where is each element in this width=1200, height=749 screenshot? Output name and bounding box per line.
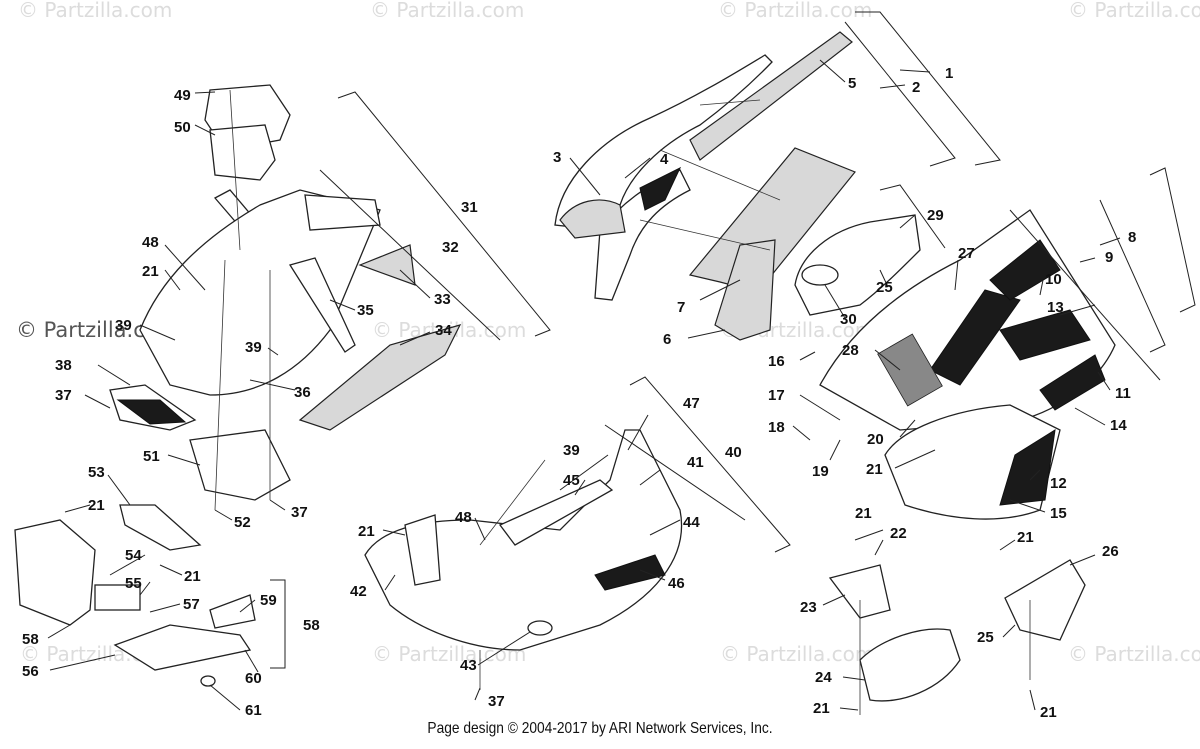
callout-51: 51 bbox=[143, 448, 160, 465]
callout-48b: 48 bbox=[455, 509, 472, 526]
callout-30: 30 bbox=[840, 311, 857, 328]
callout-48: 48 bbox=[142, 234, 159, 251]
callout-7: 7 bbox=[677, 299, 685, 316]
callout-34: 34 bbox=[435, 322, 452, 339]
callout-57: 57 bbox=[183, 596, 200, 613]
callout-33: 33 bbox=[434, 291, 451, 308]
callout-21b: 21 bbox=[855, 505, 872, 522]
callout-21c: 21 bbox=[813, 700, 830, 717]
callout-11: 11 bbox=[1115, 385, 1131, 402]
callout-42: 42 bbox=[350, 583, 367, 600]
watermark: © Partzilla.com bbox=[370, 0, 525, 22]
callout-37c: 37 bbox=[488, 693, 505, 710]
watermark: © Partzilla.com bbox=[1068, 0, 1200, 22]
windshield-assembly bbox=[554, 31, 856, 341]
callout-25: 25 bbox=[977, 629, 994, 646]
callout-43: 43 bbox=[460, 657, 477, 674]
callout-8: 8 bbox=[1128, 229, 1136, 246]
callout-14: 14 bbox=[1110, 417, 1127, 434]
callout-24: 24 bbox=[815, 669, 832, 686]
assembly-brackets bbox=[270, 11, 1196, 669]
copyright-footer: Page design © 2004-2017 by ARI Network S… bbox=[427, 720, 773, 737]
callout-40: 40 bbox=[725, 444, 742, 461]
callout-36: 36 bbox=[294, 384, 311, 401]
callout-21d: 21 bbox=[1017, 529, 1034, 546]
callout-31: 31 bbox=[461, 199, 478, 216]
callout-60: 60 bbox=[245, 670, 262, 687]
callout-5: 5 bbox=[848, 75, 856, 92]
callout-52: 52 bbox=[234, 514, 251, 531]
callout-53: 53 bbox=[88, 464, 105, 481]
callout-19: 19 bbox=[812, 463, 829, 480]
callout-26: 26 bbox=[1102, 543, 1119, 560]
callout-4: 4 bbox=[660, 151, 669, 168]
callout-3: 3 bbox=[553, 149, 561, 166]
side-panel-assembly bbox=[794, 209, 1116, 520]
callout-54: 54 bbox=[125, 547, 142, 564]
callout-12: 12 bbox=[1050, 475, 1067, 492]
callout-13: 13 bbox=[1047, 299, 1064, 316]
callout-61: 61 bbox=[245, 702, 262, 719]
callout-58b: 58 bbox=[22, 631, 39, 648]
callout-47: 47 bbox=[683, 395, 700, 412]
callout-56: 56 bbox=[22, 663, 39, 680]
callout-35: 35 bbox=[357, 302, 374, 319]
callout-46: 46 bbox=[668, 575, 685, 592]
callout-28: 28 bbox=[842, 342, 859, 359]
callout-21: 21 bbox=[866, 461, 883, 478]
watermark: © Partzilla.com bbox=[18, 0, 173, 22]
lower-side-assembly bbox=[14, 504, 256, 687]
callout-numbers: 1 2 3 4 5 6 7 8 9 10 11 12 13 14 15 16 1… bbox=[22, 65, 1136, 721]
callout-20: 20 bbox=[867, 431, 884, 448]
watermark: © Partzilla.com bbox=[718, 0, 873, 22]
callout-21h: 21 bbox=[184, 568, 201, 585]
callout-9: 9 bbox=[1105, 249, 1113, 266]
callout-18: 18 bbox=[768, 419, 785, 436]
callout-44: 44 bbox=[683, 514, 700, 531]
callout-1: 1 bbox=[945, 65, 953, 82]
callout-16: 16 bbox=[768, 353, 785, 370]
callout-39: 39 bbox=[115, 317, 132, 334]
callout-29: 29 bbox=[927, 207, 944, 224]
callout-49: 49 bbox=[174, 87, 191, 104]
callout-37: 37 bbox=[55, 387, 72, 404]
callout-39c: 39 bbox=[563, 442, 580, 459]
callout-6: 6 bbox=[663, 331, 671, 348]
callout-2: 2 bbox=[912, 79, 920, 96]
callout-10: 10 bbox=[1045, 271, 1062, 288]
callout-37b: 37 bbox=[291, 504, 308, 521]
callout-21i: 21 bbox=[358, 523, 375, 540]
callout-32: 32 bbox=[442, 239, 459, 256]
belly-pan-assembly bbox=[364, 429, 683, 690]
callout-25b: 25 bbox=[876, 279, 893, 296]
callout-21f: 21 bbox=[142, 263, 159, 280]
callout-50: 50 bbox=[174, 119, 191, 136]
callout-21g: 21 bbox=[88, 497, 105, 514]
leader-lines bbox=[47, 59, 1121, 711]
callout-22: 22 bbox=[890, 525, 907, 542]
watermark: © Partzilla.com bbox=[720, 642, 875, 666]
callout-17: 17 bbox=[768, 387, 785, 404]
callout-38: 38 bbox=[55, 357, 72, 374]
callout-41: 41 bbox=[687, 454, 704, 471]
watermark: © Partzilla.com bbox=[1068, 642, 1200, 666]
callout-59: 59 bbox=[260, 592, 277, 609]
callout-39b: 39 bbox=[245, 339, 262, 356]
callout-58: 58 bbox=[303, 617, 320, 634]
callout-45: 45 bbox=[563, 472, 580, 489]
callout-15: 15 bbox=[1050, 505, 1067, 522]
callout-23: 23 bbox=[800, 599, 817, 616]
front-nose-assembly bbox=[109, 84, 462, 511]
lower-bracket-assembly bbox=[828, 559, 1086, 715]
callout-21e: 21 bbox=[1040, 704, 1057, 721]
callout-55: 55 bbox=[125, 575, 142, 592]
callout-27: 27 bbox=[958, 245, 975, 262]
